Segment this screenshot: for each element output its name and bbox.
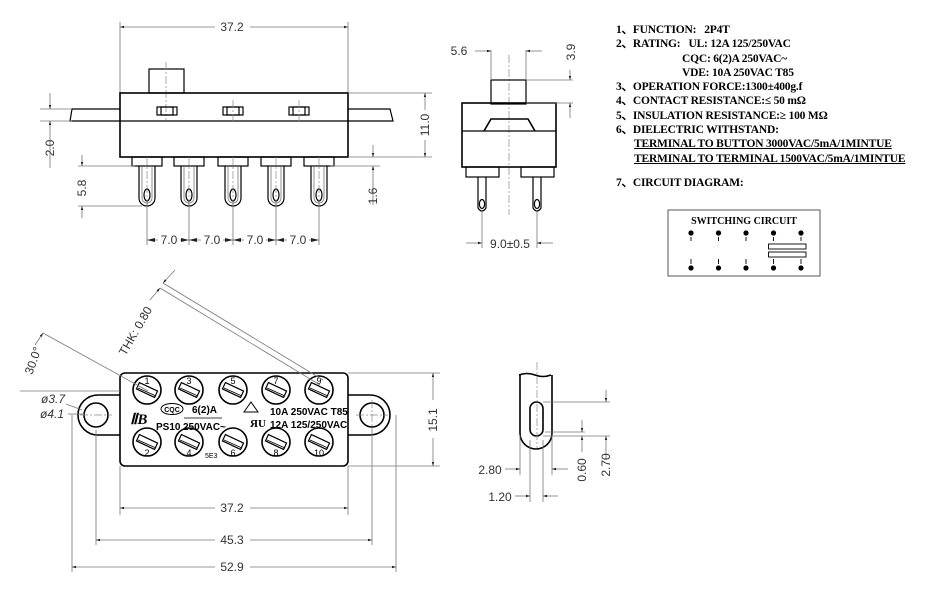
pin-number: 4 <box>186 448 191 458</box>
pin-number: 3 <box>186 376 191 386</box>
slot-windows <box>156 100 310 122</box>
spec-list: 1、FUNCTION: 2P4T 2、RATING: UL: 12A 125/2… <box>616 23 906 190</box>
circuit-contacts <box>688 230 807 271</box>
terminal-pin: 3 <box>174 375 204 405</box>
terminal-pin: 9 <box>304 375 334 405</box>
dim-pitch-3: 7.0 <box>247 233 264 247</box>
dim-angle: 30.0° <box>22 345 45 376</box>
front-pin <box>217 156 249 207</box>
pitch-dims: 7.0 7.0 7.0 7.0 <box>146 200 320 247</box>
dim-flange-thickness: 2.0 <box>43 139 57 156</box>
terminal-pin: 2 <box>132 427 162 458</box>
dim-total-width: 52.9 <box>220 560 244 574</box>
spec-dielectric: 6、DIELECTRIC WITHSTAND: <box>616 124 779 137</box>
circuit-title: SWITCHING CIRCUIT <box>691 216 797 227</box>
circuit-contact-pair <box>688 230 694 271</box>
side-view: 5.6 3.9 9.0±0.5 <box>451 43 578 251</box>
front-pin <box>131 156 163 207</box>
spec-function: 1、FUNCTION: 2P4T <box>616 24 730 36</box>
bottom-view: 1 3 5 7 9 2 4 6 8 10 ⅡB PS10 CQC 6(2)A 250VAC~ 10… <box>20 269 440 574</box>
circuit-contact-pair <box>715 230 722 271</box>
cqc-logo: CQC <box>164 407 180 414</box>
dim-slot-length: 2.70 <box>599 453 613 477</box>
dim-actuator-width: 5.6 <box>451 44 468 58</box>
terminal-pin: 5 <box>218 375 248 405</box>
ul-rating: 12A 125/250VAC <box>270 420 347 431</box>
pin-number: 7 <box>273 376 278 386</box>
pin-number: 5 <box>230 376 235 386</box>
dim-hole-outer: ø4.1 <box>40 407 64 421</box>
dim-front-width: 37.2 <box>220 20 244 34</box>
pin-number: 2 <box>144 448 149 458</box>
dim-actuator-height: 3.9 <box>564 43 578 60</box>
spec-dielectric-button: TERMINAL TO BUTTON 3000VAC/5mA/1MINTUE <box>634 138 892 151</box>
date-code: 5E3 <box>205 453 218 460</box>
circuit-diagram: SWITCHING CIRCUIT <box>667 209 821 277</box>
front-view: 37.2 2.0 5.8 <box>40 20 432 247</box>
cqc-rating-voltage: 250VAC~ <box>183 422 226 433</box>
dim-body-width: 37.2 <box>220 501 244 515</box>
front-pin <box>303 156 335 207</box>
front-pin <box>260 156 292 207</box>
circuit-contact-pair <box>770 230 777 271</box>
spec-insulation-resistance: 5、INSULATION RESISTANCE:≥ 100 MΩ <box>616 109 828 122</box>
dim-hole-inner: ø3.7 <box>41 392 66 406</box>
dim-hole-span: 45.3 <box>220 533 244 547</box>
terminal-pin: 10 <box>304 427 334 458</box>
pin-number: 6 <box>230 448 235 458</box>
circuit-bridge-bottom <box>768 251 807 258</box>
bottom-pins: 1 3 5 7 9 2 4 6 8 10 <box>132 375 334 458</box>
spec-dielectric-terminal: TERMINAL TO TERMINAL 1500VAC/5mA/1MINTUE <box>634 152 906 165</box>
dim-pitch-4: 7.0 <box>290 233 307 247</box>
dim-front-height: 11.0 <box>418 113 432 136</box>
vde-logo <box>243 401 259 413</box>
spec-contact-resistance: 4、CONTACT RESISTANCE:≤ 50 mΩ <box>616 95 806 108</box>
pin-number: 9 <box>316 376 321 386</box>
circuit-contact-pair <box>798 230 804 271</box>
ul-logo: ЯU <box>250 418 266 430</box>
pin-number: 8 <box>273 448 278 458</box>
terminal-pin: 4 <box>174 427 204 458</box>
circuit-bridge-top <box>768 243 807 250</box>
model-marking: PS10 <box>156 422 181 433</box>
dim-pin-spacing: 9.0±0.5 <box>490 237 530 251</box>
spec-rating-vde: VDE: 10A 250VAC T85 <box>682 66 794 79</box>
dim-thickness: THK: 0.80 <box>116 304 155 358</box>
terminal-pin: 6 <box>218 427 248 458</box>
dim-pitch-1: 7.0 <box>161 233 178 247</box>
spec-circuit-diagram: 7、CIRCUIT DIAGRAM: <box>616 176 744 189</box>
spec-operation-force: 3、OPERATION FORCE:1300±400g.f <box>616 81 803 94</box>
brand-logo: ⅡB <box>130 412 147 428</box>
front-pins <box>131 156 335 207</box>
pin-number: 10 <box>314 448 324 458</box>
dim-slot-width: 1.20 <box>488 490 512 504</box>
terminal-pin: 8 <box>261 427 291 458</box>
dim-body-height: 15.1 <box>426 408 440 432</box>
dim-terminal-width: 2.80 <box>478 463 502 477</box>
dim-pin-length: 5.8 <box>75 179 89 196</box>
vde-rating: 10A 250VAC T85 <box>270 407 348 418</box>
dim-pin-base: 1.6 <box>366 187 380 204</box>
dim-slot-offset: 0.60 <box>575 458 589 482</box>
spec-rating: 2、RATING: UL: 12A 125/250VAC <box>616 38 791 51</box>
pin-number: 1 <box>144 376 149 386</box>
cqc-rating-current: 6(2)A <box>192 405 217 416</box>
spec-rating-cqc: CQC: 6(2)A 250VAC~ <box>682 52 788 65</box>
terminal-pin: 7 <box>261 375 291 405</box>
circuit-contact-pair <box>743 230 749 271</box>
front-pin <box>173 156 205 207</box>
terminal-detail: 2.70 0.60 2.80 1.20 <box>478 362 613 504</box>
dim-pitch-2: 7.0 <box>204 233 221 247</box>
